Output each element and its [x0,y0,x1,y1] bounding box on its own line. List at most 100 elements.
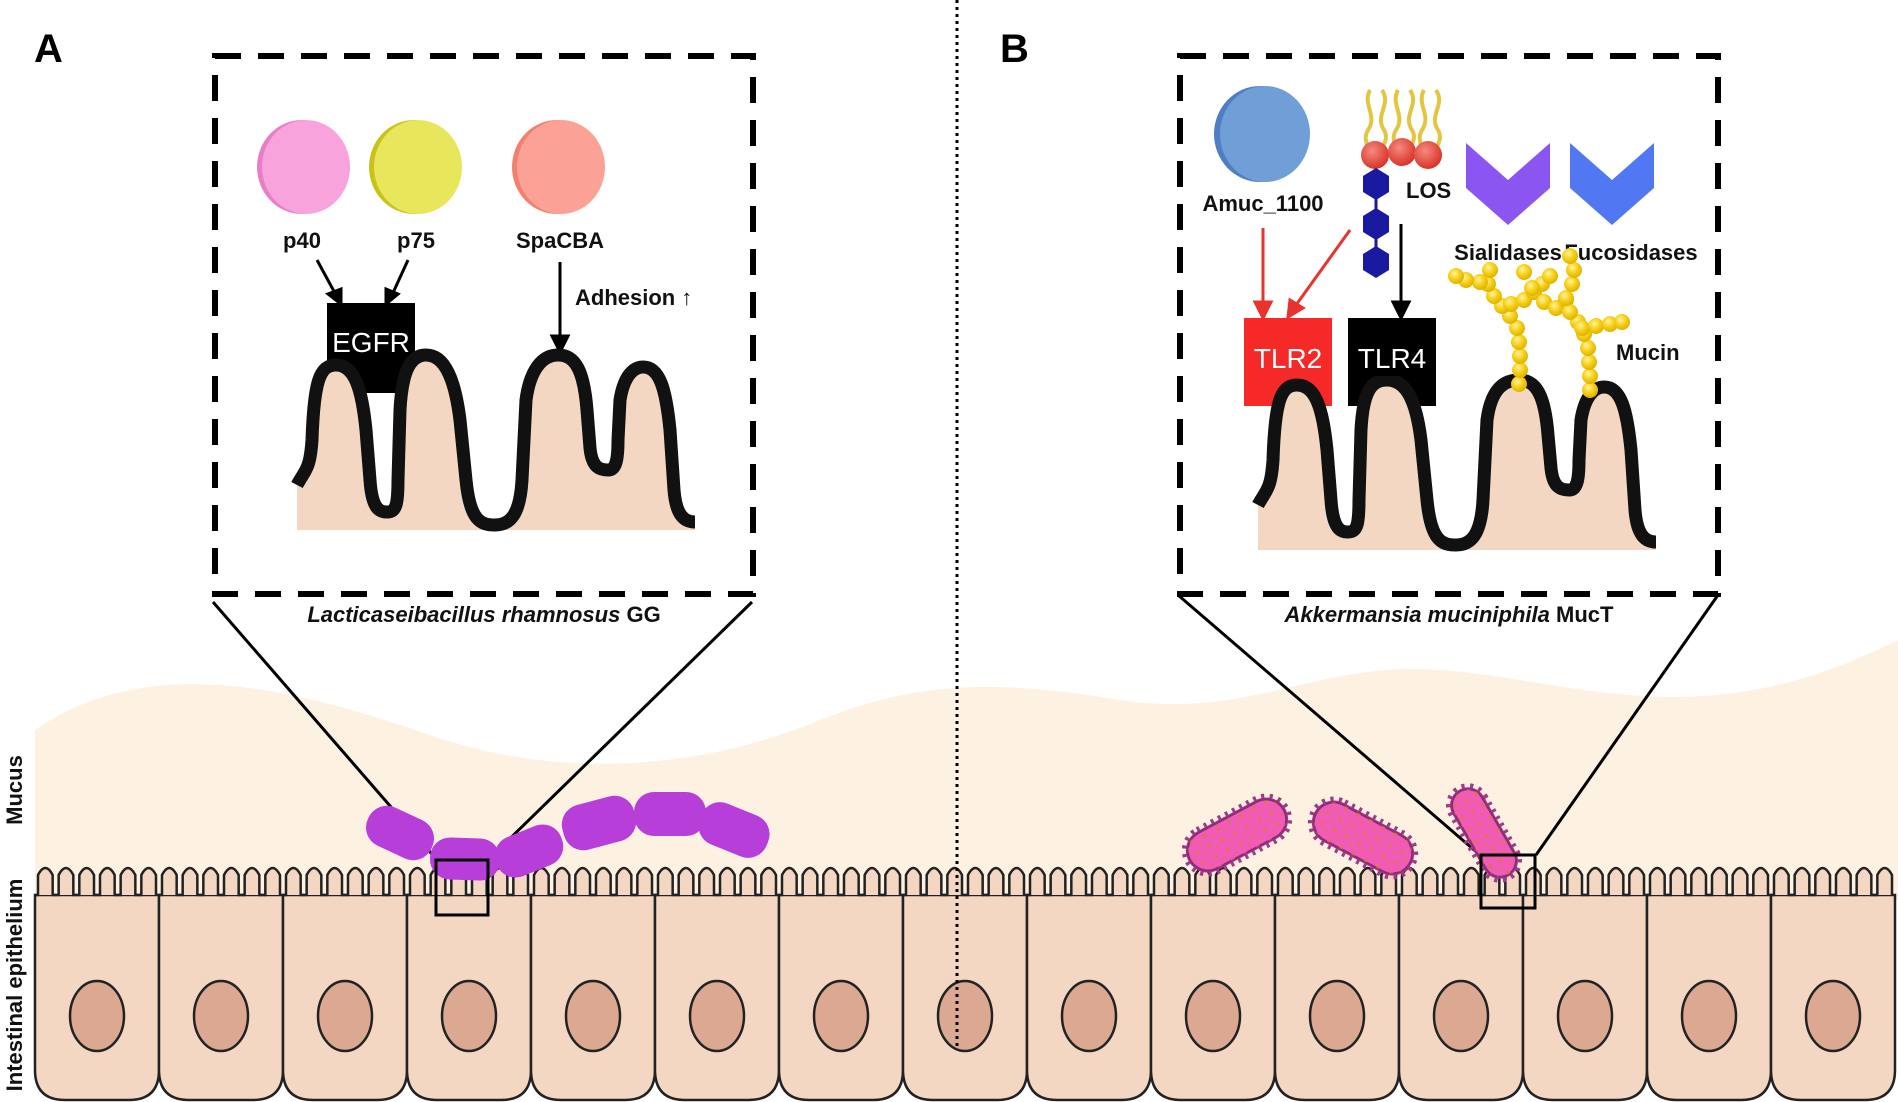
cell-nucleus [1680,979,1738,1053]
mucin-bead [1558,290,1574,306]
egfr-label: EGFR [332,327,410,358]
microvilli [779,866,902,897]
cell-nucleus [1804,979,1862,1053]
tlr4-receptor-top [1348,318,1436,376]
arrow-amuc-tlr2 [1252,228,1274,322]
cell-nucleus [440,979,498,1053]
epithelium-side-label: Intestinal epithelium [2,879,27,1092]
microvilli [1275,866,1398,897]
panel-b-letter: B [1000,27,1029,71]
microvilli [35,866,158,897]
mucin-label: Mucin [1616,340,1680,365]
cell-nucleus [688,979,746,1053]
mucin-bead [1482,262,1498,278]
mucin-bead [1602,316,1618,332]
mucin-bead [1524,280,1540,296]
zoom-line-right-b [1534,594,1720,856]
adhesion-label: Adhesion↑ [575,285,692,310]
arrow-p75-egfr [384,259,410,308]
microvilli [1771,866,1894,897]
mucin-bead [1566,262,1582,278]
mucin-bead [1503,296,1519,312]
mucin-bead [1580,340,1596,356]
mucus-side-label: Mucus [2,755,27,825]
mucin-bead [1564,276,1580,292]
mucin-bead [1562,248,1578,264]
spacba-molecule [512,120,605,214]
mucin-bead [1562,304,1578,320]
epithelial-cell [1769,866,1897,1102]
tlr2-label-overlay: TLR2 [1254,343,1322,374]
panel-b: B Amuc_1100 [1000,27,1721,910]
p75-label: p75 [397,228,435,253]
epithelial-cell [1521,866,1649,1102]
akkermansia-rod-1 [1181,793,1293,877]
microvilli [1647,866,1770,897]
spacba-label: SpaCBA [516,228,604,253]
epithelial-cell [1149,866,1277,1102]
mucin-bead [1511,376,1527,392]
arrow-p40-egfr [315,259,343,308]
mucin-bead [1511,334,1527,350]
cell-nucleus [1432,979,1490,1053]
los-molecule [1361,88,1442,278]
epithelial-cell [1025,866,1153,1102]
cell-nucleus [812,979,870,1053]
tlr4-label-overlay: TLR4 [1358,343,1426,374]
mucin-bead [1574,320,1590,336]
caption-b: Akkermansia muciniphila MucT [1284,602,1614,627]
mucin-bead [1582,368,1598,384]
epithelial-cell [33,866,161,1102]
epithelial-cell [901,866,1029,1102]
cell-nucleus [1060,979,1118,1053]
up-arrow-icon: ↑ [681,285,692,310]
focus-box-b [1479,853,1537,910]
microvilli [1027,866,1150,897]
sialidases-label: Sialidases [1454,240,1562,265]
mucin-bead [1512,362,1528,378]
mucin-bead [1486,288,1502,304]
microvilli [903,866,1026,897]
cell-nucleus [564,979,622,1053]
microvilli [531,866,654,897]
microvilli [159,866,282,897]
mucin-bead [1472,274,1488,290]
akkermansia-rod-2 [1307,796,1419,880]
fucosidases-icon [1570,143,1654,225]
cell-nucleus [316,979,374,1053]
panel-a: A p40 p75 SpaCBA [34,27,770,917]
mucin-bead [1509,320,1525,336]
zoom-line-left-b [1177,593,1481,857]
epithelial-cell [1645,866,1773,1102]
arrow-los-tlr2 [1286,229,1352,320]
microvilli [1151,866,1274,897]
intestinal-epithelium [33,866,1897,1102]
caption-a: Lacticaseibacillus rhamnosus GG [307,602,660,627]
panel-a-letter: A [34,27,63,71]
cell-nucleus [192,979,250,1053]
los-label: LOS [1406,178,1451,203]
zoom-line-right [486,600,754,862]
arrow-spacba-villus [549,262,571,356]
cell-nucleus [936,979,994,1053]
villi-b [1252,373,1657,552]
microvilli [1523,866,1646,897]
cell-nucleus [1308,979,1366,1053]
mucin-bead [1536,294,1552,310]
cell-nucleus [68,979,126,1053]
focus-box-a [434,858,490,917]
mucin-bead [1588,318,1604,334]
mucin-bead [1614,314,1630,330]
epithelial-cell [405,866,533,1102]
fucosidases-label: Fucosidases [1564,240,1697,265]
epithelial-cell [1273,866,1401,1102]
epithelial-cell [777,866,905,1102]
epithelial-cell [1397,866,1525,1102]
amuc-1100-label: Amuc_1100 [1202,191,1323,216]
epithelial-cell [281,866,409,1102]
p40-molecule [257,120,350,214]
mucus-layer [35,640,1898,900]
microvilli [655,866,778,897]
mucin-bead [1582,382,1598,398]
epithelial-cell [653,866,781,1102]
